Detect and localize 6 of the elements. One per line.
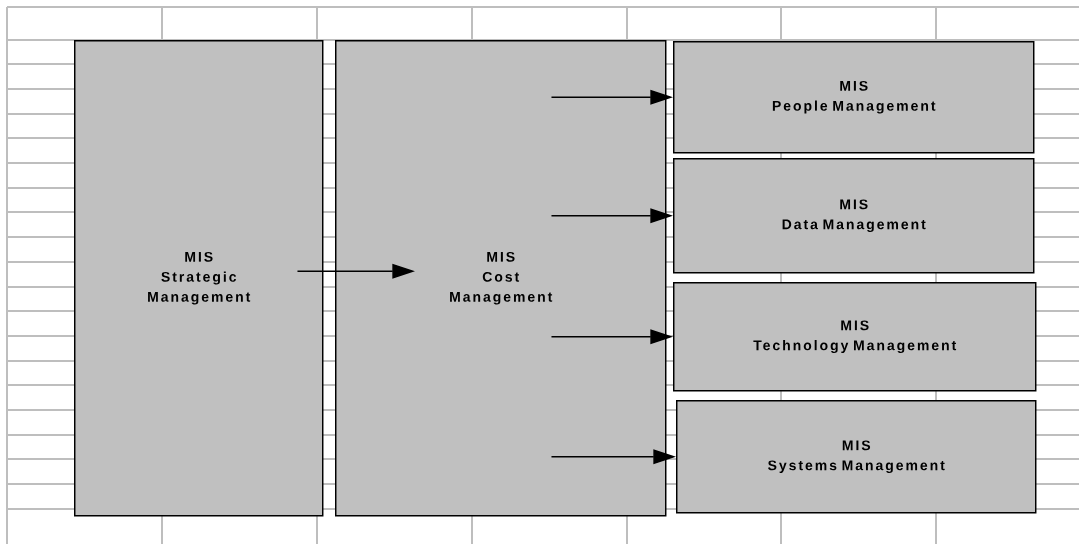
process-box: MIS Data Management (673, 158, 1035, 274)
process-box: MIS Strategic Management (74, 40, 324, 517)
process-box: MIS Cost Management (335, 40, 667, 517)
process-box: MIS People Management (673, 41, 1035, 154)
process-box: MIS Systems Management (676, 400, 1037, 514)
process-box: MIS Technology Management (673, 282, 1037, 392)
